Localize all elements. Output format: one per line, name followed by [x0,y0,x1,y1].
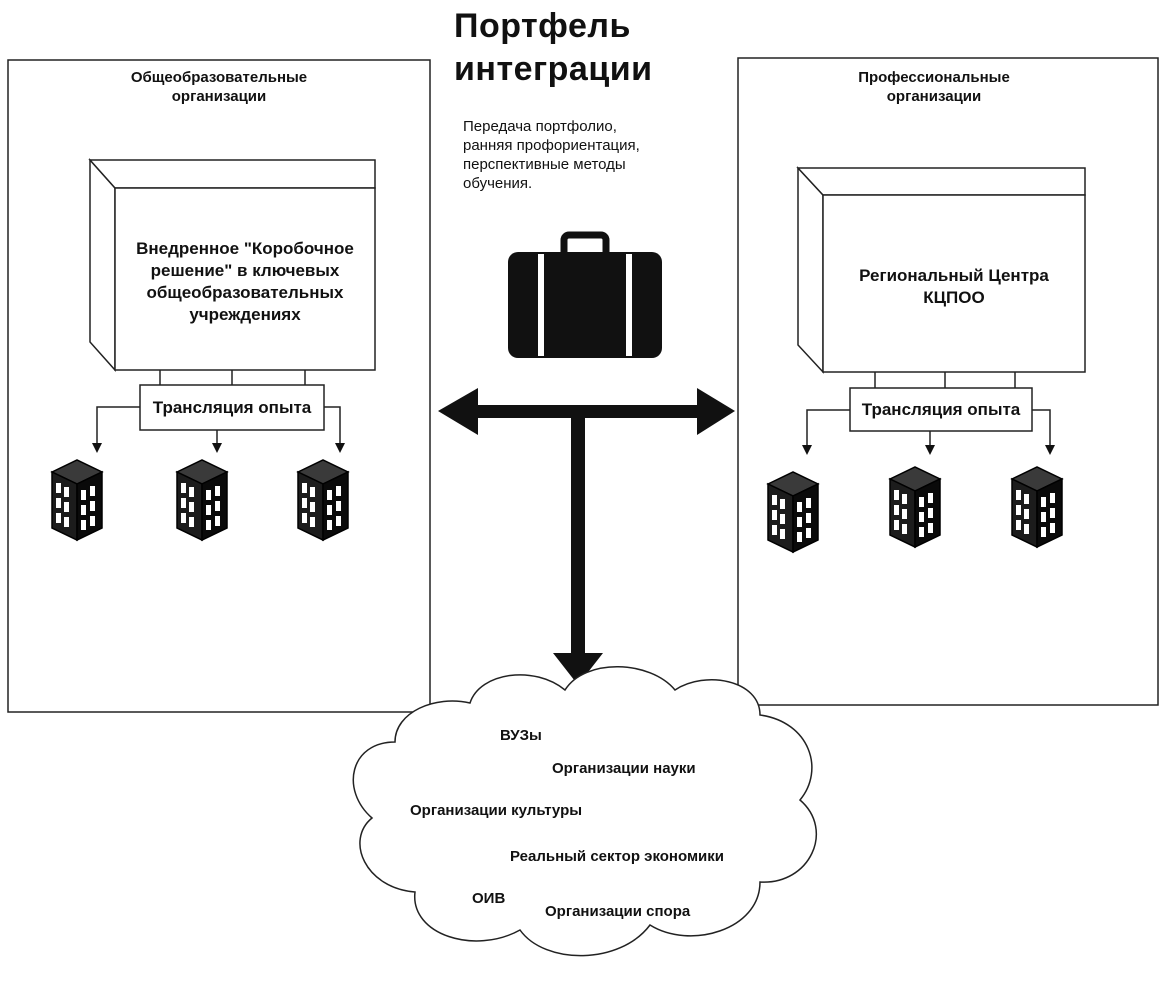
left-box-line3: общеобразовательных [147,283,345,302]
integration-arrows [438,388,735,685]
right-experience-label: Трансляция опыта [862,400,1021,419]
building-icon [767,471,819,553]
building-icon [176,459,228,541]
cloud-item-economy: Реальный сектор экономики [510,848,724,865]
left-experience-box: Трансляция опыта [139,384,325,431]
building-icon [1011,466,1063,548]
left-experience-label: Трансляция опыта [153,398,312,417]
right-panel-title-line2: организации [887,88,981,105]
cloud-item-science: Организации науки [552,760,696,777]
description-line4: обучения. [463,175,532,192]
right-box-line2: КЦПОО [923,288,984,307]
right-experience-box: Трансляция опыта [849,387,1033,432]
cloud-item-sport: Организации спора [545,903,691,920]
right-box-line1: Региональный Центра [859,266,1049,285]
building-icon [51,459,103,541]
briefcase-icon [508,231,662,358]
building-icon [889,466,941,548]
diagram-title-line1: Портфель [454,7,631,45]
right-panel: Профессиональные организации Региональны… [737,57,1159,706]
description-line2: ранняя профориентация, [463,137,640,154]
description-line3: перспективные методы [463,156,626,173]
left-box-line2: решение" в ключевых [151,261,340,280]
cloud-item-universities: ВУЗы [500,727,542,744]
right-connectors [802,372,1055,455]
right-center-box: Региональный Центра КЦПОО [796,166,1086,374]
left-solution-box: Внедренное "Коробочное решение" в ключев… [88,158,376,372]
left-box-line1: Внедренное "Коробочное [136,239,354,258]
cloud-item-government: ОИВ [472,890,505,907]
diagram-title-line2: интеграции [454,50,653,88]
left-panel: Общеобразовательные организации Внедренн… [7,59,431,713]
partners-cloud: ВУЗы Организации науки Организации культ… [352,666,818,957]
left-panel-title-line1: Общеобразовательные [131,69,307,86]
description-line1: Передача портфолио, [463,118,617,135]
cloud-item-culture: Организации культуры [410,802,582,819]
building-icon [297,459,349,541]
left-connectors [92,370,345,453]
left-box-line4: учреждениях [189,305,301,324]
right-panel-title-line1: Профессиональные [858,69,1010,86]
left-panel-title-line2: организации [172,88,266,105]
